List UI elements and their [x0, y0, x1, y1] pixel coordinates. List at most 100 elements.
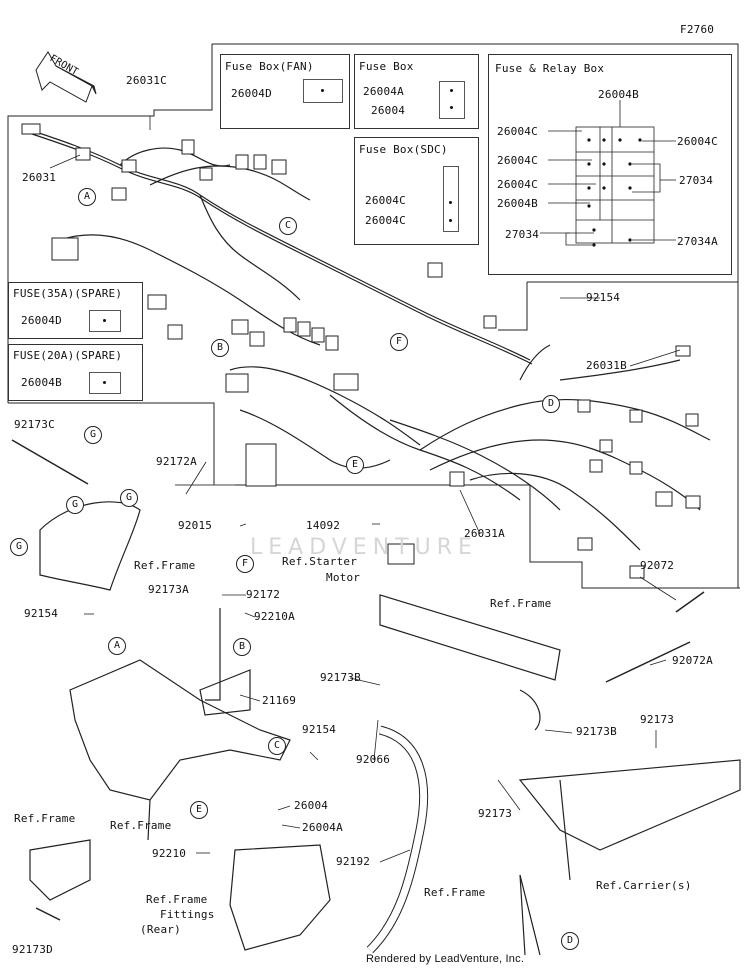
callout-D: D — [561, 932, 579, 950]
footer-credit: Rendered by LeadVenture, Inc. — [366, 953, 525, 965]
fuse-relay-box-title: Fuse & Relay Box — [495, 62, 605, 75]
fuse-box-diagram — [439, 81, 465, 119]
fuse-dot — [103, 381, 106, 384]
part-label-92210A: 92210A — [254, 610, 295, 623]
fuse-relay-box-panel: Fuse & Relay Box 26004B 26004C 26004C 26… — [488, 54, 732, 275]
spare-fuse-35a-panel: FUSE(35A)(SPARE) 26004D — [8, 282, 143, 339]
fuse-box-sdc-part-1: 26004C — [365, 194, 406, 207]
part-label-26031: 26031 — [22, 171, 57, 184]
callout-B: B — [211, 339, 229, 357]
callout-G: G — [84, 426, 102, 444]
ref-carrier-label: Ref.Carrier(s) — [596, 879, 692, 892]
fuse-relay-part-26004C-1: 26004C — [497, 125, 538, 138]
part-label-92072: 92072 — [640, 559, 675, 572]
part-label-92154-top: 92154 — [586, 291, 621, 304]
fuse-dot — [449, 219, 452, 222]
fuse-relay-part-26004B: 26004B — [497, 197, 538, 210]
part-label-92173A: 92173A — [148, 583, 189, 596]
spare-fuse-35a-title: FUSE(35A)(SPARE) — [13, 287, 123, 300]
part-label-92173B-left: 92173B — [320, 671, 361, 684]
part-label-21169: 21169 — [262, 694, 297, 707]
ref-frame-label-1: Ref.Frame — [134, 559, 196, 572]
part-label-26031A: 26031A — [464, 527, 505, 540]
fuse-relay-part-26004B-top: 26004B — [598, 88, 639, 101]
part-label-26031C: 26031C — [126, 74, 167, 87]
callout-E: E — [190, 801, 208, 819]
part-label-26004: 26004 — [294, 799, 329, 812]
callout-F: F — [390, 333, 408, 351]
fuse-box-sdc-title: Fuse Box(SDC) — [359, 143, 448, 156]
part-label-92015: 92015 — [178, 519, 213, 532]
spare-fuse-35a-part: 26004D — [21, 314, 62, 327]
fuse-dot — [103, 319, 106, 322]
fuse-relay-part-27034A: 27034A — [677, 235, 718, 248]
ref-frame-label-5: Ref.Frame — [424, 886, 486, 899]
callout-G: G — [120, 489, 138, 507]
part-label-26004A: 26004A — [302, 821, 343, 834]
callout-A: A — [78, 188, 96, 206]
callout-D: D — [542, 395, 560, 413]
spare-fuse-20a-panel: FUSE(20A)(SPARE) 26004B — [8, 344, 143, 401]
spare-fuse-35a-diagram — [89, 310, 121, 332]
fuse-relay-part-27034-lower: 27034 — [505, 228, 540, 241]
fuse-box-sdc-panel: Fuse Box(SDC) 26004C 26004C — [354, 137, 479, 245]
ref-starter-motor-label: Motor — [326, 571, 361, 584]
fuse-box-title: Fuse Box — [359, 60, 414, 73]
fuse-box-fan-panel: Fuse Box(FAN) 26004D — [220, 54, 350, 129]
part-label-26031B: 26031B — [586, 359, 627, 372]
part-label-92210: 92210 — [152, 847, 187, 860]
front-arrow-icon — [35, 51, 97, 103]
figure-code: F2760 — [680, 23, 715, 36]
fuse-dot — [450, 106, 453, 109]
part-label-92154-mid: 92154 — [302, 723, 337, 736]
ref-frame-fittings-line3: (Rear) — [140, 923, 181, 936]
fuse-box-fan-part: 26004D — [231, 87, 272, 100]
spare-fuse-20a-title: FUSE(20A)(SPARE) — [13, 349, 123, 362]
ref-frame-fittings-line2: Fittings — [160, 908, 215, 921]
part-label-92192: 92192 — [336, 855, 371, 868]
callout-C: C — [279, 217, 297, 235]
callout-E: E — [346, 456, 364, 474]
callout-G: G — [10, 538, 28, 556]
fuse-box-fan-title: Fuse Box(FAN) — [225, 60, 314, 73]
ref-starter-label: Ref.Starter — [282, 555, 358, 568]
callout-F: F — [236, 555, 254, 573]
spare-fuse-20a-diagram — [89, 372, 121, 394]
fuse-box-part-2: 26004 — [371, 104, 406, 117]
part-label-92173-left: 92173 — [478, 807, 513, 820]
watermark: LEADVENTURE — [250, 535, 478, 560]
part-label-92173-right: 92173 — [640, 713, 675, 726]
fuse-dot — [449, 201, 452, 204]
fuse-box-fan-diagram — [303, 79, 343, 103]
fuse-dot — [450, 89, 453, 92]
part-label-92066: 92066 — [356, 753, 391, 766]
callout-A: A — [108, 637, 126, 655]
part-label-92072A: 92072A — [672, 654, 713, 667]
callout-C: C — [268, 737, 286, 755]
fuse-box-sdc-diagram — [443, 166, 459, 232]
fuse-relay-part-26004C-3: 26004C — [497, 178, 538, 191]
fuse-dot — [321, 89, 324, 92]
fuse-relay-part-27034: 27034 — [679, 174, 714, 187]
fuse-relay-part-26004C-right: 26004C — [677, 135, 718, 148]
fuse-relay-part-26004C-2: 26004C — [497, 154, 538, 167]
fuse-box-part-1: 26004A — [363, 85, 404, 98]
fuse-box-sdc-part-2: 26004C — [365, 214, 406, 227]
part-label-14092: 14092 — [306, 519, 341, 532]
ref-frame-label-4: Ref.Frame — [14, 812, 76, 825]
part-label-92154-left: 92154 — [24, 607, 59, 620]
ref-frame-fittings-line1: Ref.Frame — [146, 893, 208, 906]
spare-fuse-20a-part: 26004B — [21, 376, 62, 389]
part-label-92173D: 92173D — [12, 943, 53, 956]
ref-frame-label-2: Ref.Frame — [110, 819, 172, 832]
ref-frame-label-3: Ref.Frame — [490, 597, 552, 610]
part-label-92173C: 92173C — [14, 418, 55, 431]
part-label-92172A: 92172A — [156, 455, 197, 468]
callout-G: G — [66, 496, 84, 514]
callout-B: B — [233, 638, 251, 656]
part-label-92172: 92172 — [246, 588, 281, 601]
fuse-box-panel: Fuse Box 26004A 26004 — [354, 54, 479, 129]
part-label-92173B-right: 92173B — [576, 725, 617, 738]
